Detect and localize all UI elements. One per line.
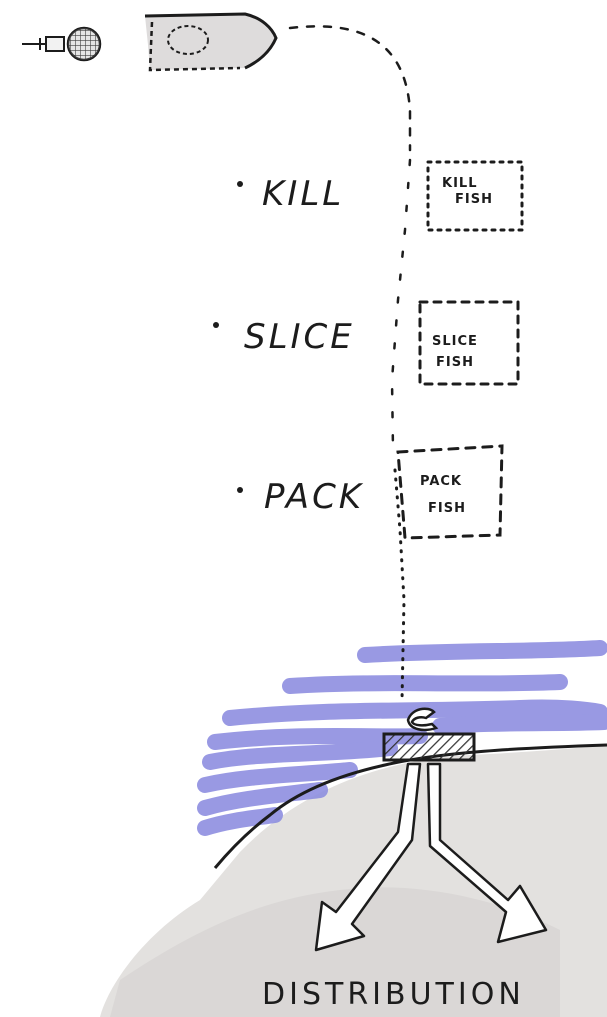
boat-icon [145,14,276,70]
box-label-pack-1: PACK [420,474,462,489]
step-label-pack: PACK [264,477,364,517]
bullet-kill [237,181,243,187]
distribution-label: DISTRIBUTION [262,977,525,1012]
box-label-slice-2: FISH [436,355,474,370]
box-label-slice-1: SLICE [432,334,478,349]
step-label-slice: SLICE [244,317,355,357]
step-label-kill: KILL [262,174,344,214]
box-label-pack-2: FISH [428,501,466,516]
box-label-kill-1: KILL [442,176,477,191]
fishing-net-icon [22,28,100,60]
route-line-middle [392,160,410,450]
bullet-slice [213,322,219,328]
box-label-kill-2: FISH [455,192,493,207]
bullet-pack [237,487,243,493]
step-box-pack [398,446,502,538]
route-line-top [290,26,410,150]
